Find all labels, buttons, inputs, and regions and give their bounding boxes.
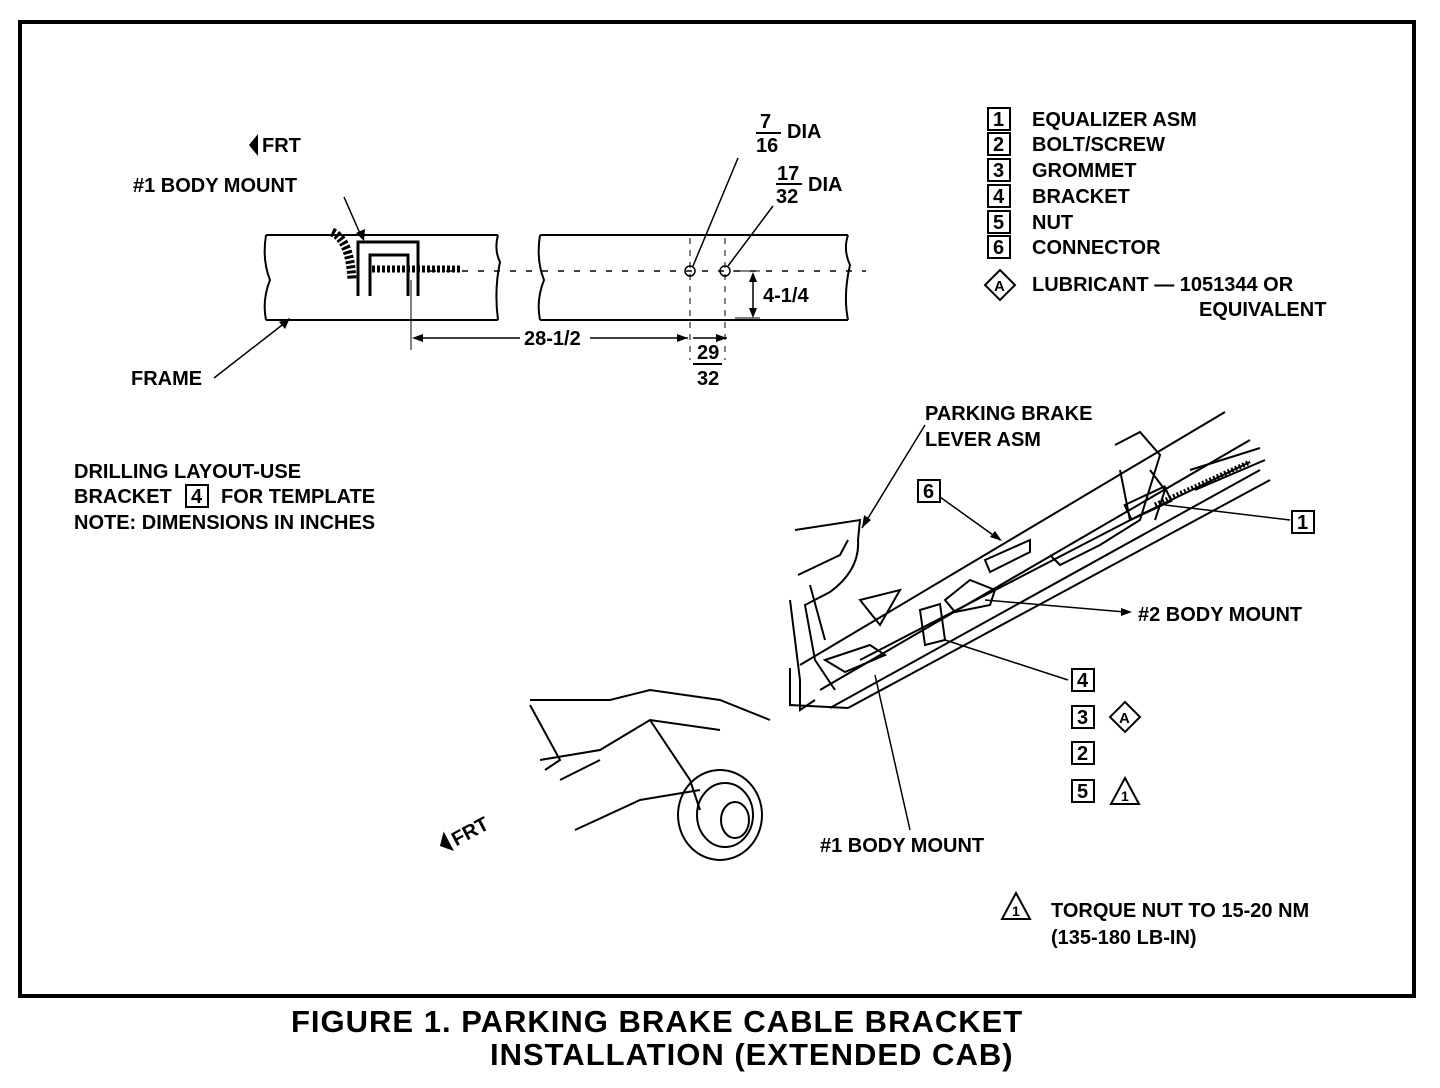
frame-label: FRAME (131, 368, 202, 390)
connector-part (983, 538, 1031, 574)
legend-item-6: 6 CONNECTOR (987, 235, 1161, 259)
note-ref-4: 4 (191, 486, 203, 508)
frame-section-right (537, 234, 852, 321)
legend-label-1: EQUALIZER ASM (1032, 109, 1197, 131)
leader-body-mount (343, 196, 363, 239)
dim-offset-numerator: 29 (697, 342, 719, 364)
frame-section-left (263, 234, 502, 321)
front-arrow-icon (249, 134, 258, 156)
iso-front-label: FRT (448, 813, 493, 851)
callout-2: 2 (1077, 743, 1088, 765)
lever-label-1: PARKING BRAKE (925, 403, 1092, 425)
drilling-layout-view: FRT 7 16 DIA 17 32 DIA (131, 111, 866, 390)
dim-vertical: 4-1/4 (763, 285, 809, 307)
body-mount-1-label: #1 BODY MOUNT (820, 835, 984, 857)
callout-6: 6 (923, 481, 934, 503)
legend-item-3: 3 GROMMET (987, 158, 1136, 182)
lever-label-2: LEVER ASM (925, 429, 1041, 451)
body-mount-1-pad (822, 643, 888, 674)
leader-frame (213, 321, 287, 379)
body-mount-bracket (329, 227, 462, 296)
legend-item-5: 5 NUT (987, 210, 1073, 234)
note-line-2a: BRACKET (74, 486, 172, 508)
callout-4: 4 (1077, 670, 1089, 692)
note-line-3: NOTE: DIMENSIONS IN INCHES (74, 512, 375, 534)
hole-1-denominator: 16 (756, 135, 778, 157)
leader-callout-6 (939, 496, 1001, 541)
body-mount-2-label: #2 BODY MOUNT (1138, 604, 1302, 626)
legend-label-4: BRACKET (1032, 186, 1130, 208)
legend-label-6: CONNECTOR (1032, 237, 1161, 259)
callout-5: 5 (1077, 781, 1088, 803)
top-body-mount-label: #1 BODY MOUNT (133, 175, 297, 197)
leader-hole-2 (727, 205, 774, 267)
torque-line-1: TORQUE NUT TO 15-20 NM (1051, 900, 1309, 922)
legend-num-5: 5 (993, 212, 1004, 234)
callout-3: 3 (1077, 707, 1088, 729)
legend-num-2: 2 (993, 134, 1004, 156)
figure-border (18, 20, 1416, 998)
leader-body-mount-1 (874, 674, 911, 831)
brake-rotor (677, 769, 763, 861)
callout-3-symbol: A (1119, 710, 1130, 727)
callout-1: 1 (1297, 512, 1308, 534)
legend-item-2: 2 BOLT/SCREW (987, 132, 1165, 156)
parking-brake-lever (789, 518, 862, 712)
parts-legend: 1 EQUALIZER ASM 2 BOLT/SCREW 3 GROMMET 4… (983, 107, 1326, 321)
front-suspension (529, 688, 771, 861)
drilling-notes: DRILLING LAYOUT-USE BRACKET 4 FOR TEMPLA… (74, 461, 375, 534)
torque-triangle-icon (1109, 775, 1141, 805)
wheel-hub (720, 801, 750, 839)
leader-body-mount-2 (984, 599, 1126, 613)
hole-2-denominator: 32 (776, 186, 798, 208)
top-front-label: FRT (262, 135, 301, 157)
lubricant-line-2: EQUIVALENT (1199, 299, 1326, 321)
lubricant-diamond-icon-2 (1108, 700, 1142, 734)
legend-label-2: BOLT/SCREW (1032, 134, 1165, 156)
legend-item-4: 4 BRACKET (987, 184, 1130, 208)
hole-2-unit: DIA (808, 174, 842, 196)
note-line-2b: FOR TEMPLATE (221, 486, 375, 508)
legend-num-4: 4 (993, 186, 1005, 208)
legend-label-3: GROMMET (1032, 160, 1136, 182)
torque-note-triangle-icon (1000, 890, 1032, 920)
lubricant-diamond-icon (983, 268, 1017, 302)
hole-2-numerator: 17 (777, 163, 799, 185)
isometric-view: PARKING BRAKE LEVER ASM 6 1 #2 BODY MOUN… (439, 403, 1315, 861)
iso-front-arrow-icon (439, 831, 454, 851)
leader-callout-1 (1164, 504, 1291, 521)
leader-callout-4 (944, 639, 1069, 681)
legend-num-3: 3 (993, 160, 1004, 182)
legend-label-5: NUT (1032, 212, 1073, 234)
caption-line-2: INSTALLATION (EXTENDED CAB) (490, 1037, 1014, 1072)
body-mount-2-bracket (943, 578, 997, 614)
note-line-1: DRILLING LAYOUT-USE (74, 461, 301, 483)
legend-num-6: 6 (993, 237, 1004, 259)
legend-item-1: 1 EQUALIZER ASM (987, 107, 1197, 131)
torque-line-2: (135-180 LB-IN) (1051, 927, 1197, 949)
torque-symbol: 1 (1012, 903, 1020, 919)
legend-num-1: 1 (993, 109, 1004, 131)
hole-1-unit: DIA (787, 121, 821, 143)
dim-offset-denominator: 32 (697, 368, 719, 390)
torque-note: 1 TORQUE NUT TO 15-20 NM (135-180 LB-IN) (1000, 890, 1309, 949)
hole-1-numerator: 7 (760, 111, 771, 133)
lubricant-line-1: LUBRICANT — 1051344 OR (1032, 274, 1294, 296)
caption-line-1: FIGURE 1. PARKING BRAKE CABLE BRACKET (291, 1004, 1023, 1039)
dim-horizontal-text: 28-1/2 (524, 328, 581, 350)
callout-5-symbol: 1 (1121, 788, 1129, 804)
legend-lubricant: A LUBRICANT — 1051344 OR EQUIVALENT (983, 268, 1326, 321)
frame-rail (789, 411, 1271, 709)
lubricant-symbol: A (994, 278, 1005, 295)
leader-hole-1 (692, 157, 739, 267)
leader-lever (861, 424, 926, 529)
